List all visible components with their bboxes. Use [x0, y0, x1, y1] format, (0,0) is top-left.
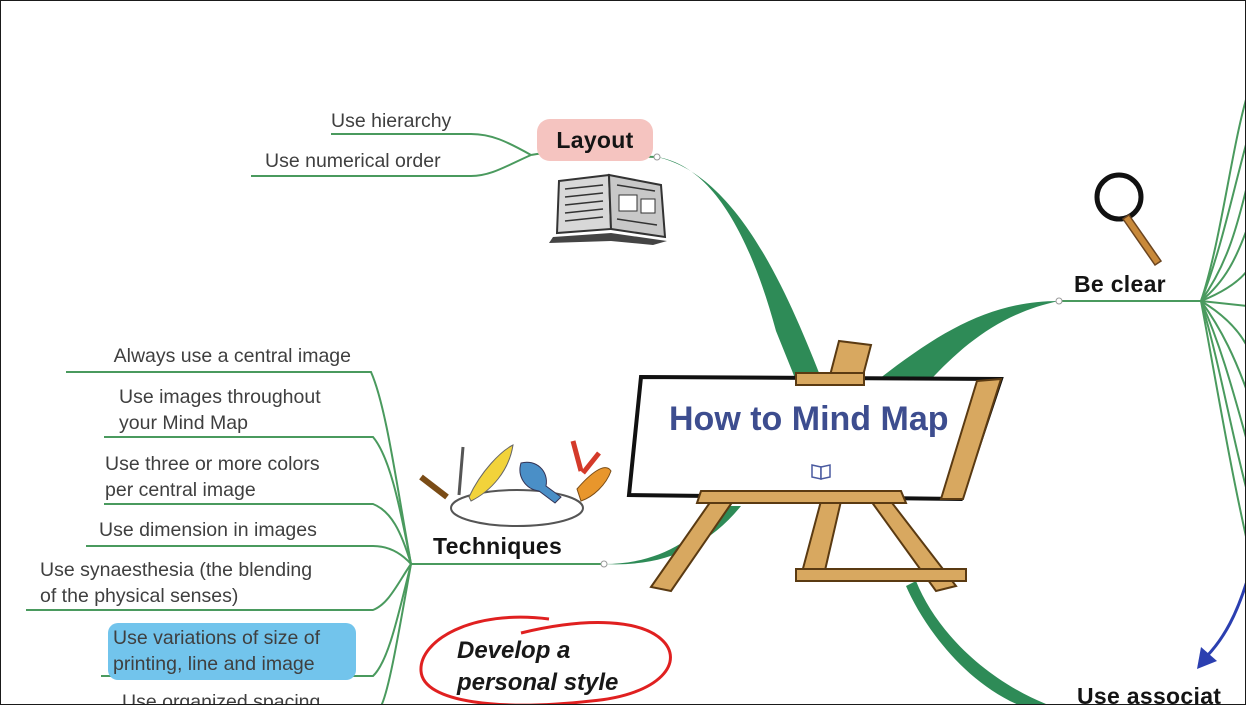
layout-node-dot [653, 153, 661, 161]
technique-line: Use three or more colors [105, 453, 320, 475]
develop-style-note[interactable]: Develop a personal style [457, 635, 618, 699]
technique-line: of the physical senses) [40, 585, 239, 607]
technique-dimension[interactable]: Use dimension in images [99, 517, 317, 543]
easel-icon [626, 339, 1004, 593]
techniques-twigs [26, 371, 604, 704]
tools-icon [419, 440, 612, 527]
technique-line: printing, line and image [113, 653, 315, 675]
branch-be-clear-title[interactable]: Be clear [1074, 271, 1166, 297]
technique-central-image[interactable]: Always use a central image [21, 343, 351, 369]
technique-line: Use images throughout [119, 386, 321, 408]
technique-line: Use dimension in images [99, 519, 317, 541]
note-line: personal style [457, 669, 619, 696]
techniques-node-dot [600, 560, 608, 568]
technique-line: Use variations of size of [113, 627, 321, 649]
technique-variations[interactable]: Use variations of size of printing, line… [113, 625, 320, 677]
note-line: Develop a [457, 637, 571, 664]
technique-organized-spacing[interactable]: Use organized spacing [122, 689, 321, 705]
branch-use-association-title[interactable]: Use associat [1077, 683, 1222, 705]
be-clear-node-dot [1055, 297, 1063, 305]
branch-association-line [906, 581, 1047, 704]
technique-images-throughout[interactable]: Use images throughout your Mind Map [119, 384, 321, 436]
technique-line: Always use a central image [113, 345, 351, 367]
technique-line: per central image [105, 479, 256, 501]
be-clear-twigs [1059, 99, 1245, 537]
technique-variations-highlight [108, 623, 356, 680]
note-circle [419, 615, 672, 704]
magnifier-icon [1094, 172, 1163, 267]
layout-item-hierarchy[interactable]: Use hierarchy [331, 110, 452, 132]
branch-techniques-title[interactable]: Techniques [433, 533, 563, 559]
technique-line: Use synaesthesia (the blending [40, 559, 313, 581]
technique-synaesthesia[interactable]: Use synaesthesia (the blending of the ph… [40, 557, 312, 609]
central-topic-title[interactable]: How to Mind Map [669, 400, 949, 438]
book-icon [811, 464, 831, 480]
technique-line: your Mind Map [119, 412, 248, 434]
layout-item-numerical-order[interactable]: Use numerical order [265, 150, 441, 172]
newspaper-icon [549, 173, 667, 245]
branch-be-clear-line [879, 301, 1059, 385]
technique-line: Use organized spacing [122, 691, 321, 705]
arrow-icon [1197, 582, 1245, 669]
technique-three-colors[interactable]: Use three or more colors per central ima… [105, 451, 320, 503]
branch-layout-line [657, 157, 827, 393]
branch-techniques-line [604, 506, 741, 565]
branch-layout-title[interactable]: Layout [537, 119, 653, 161]
